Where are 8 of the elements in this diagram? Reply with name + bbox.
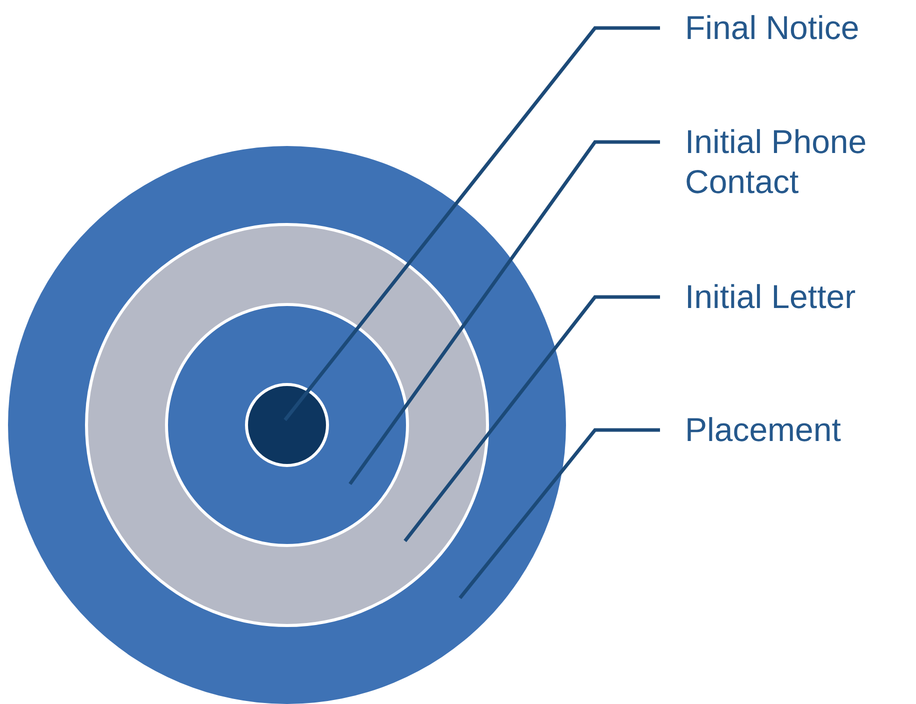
leader-line xyxy=(348,140,660,486)
leader-line xyxy=(404,295,660,542)
leader-line xyxy=(458,428,660,600)
callout-label: Placement xyxy=(660,410,910,450)
leader-line xyxy=(284,26,660,422)
callout-label: Initial Phone Contact xyxy=(660,122,896,202)
callout-label: Final Notice xyxy=(660,8,910,48)
callout-label: Initial Letter xyxy=(660,277,910,317)
